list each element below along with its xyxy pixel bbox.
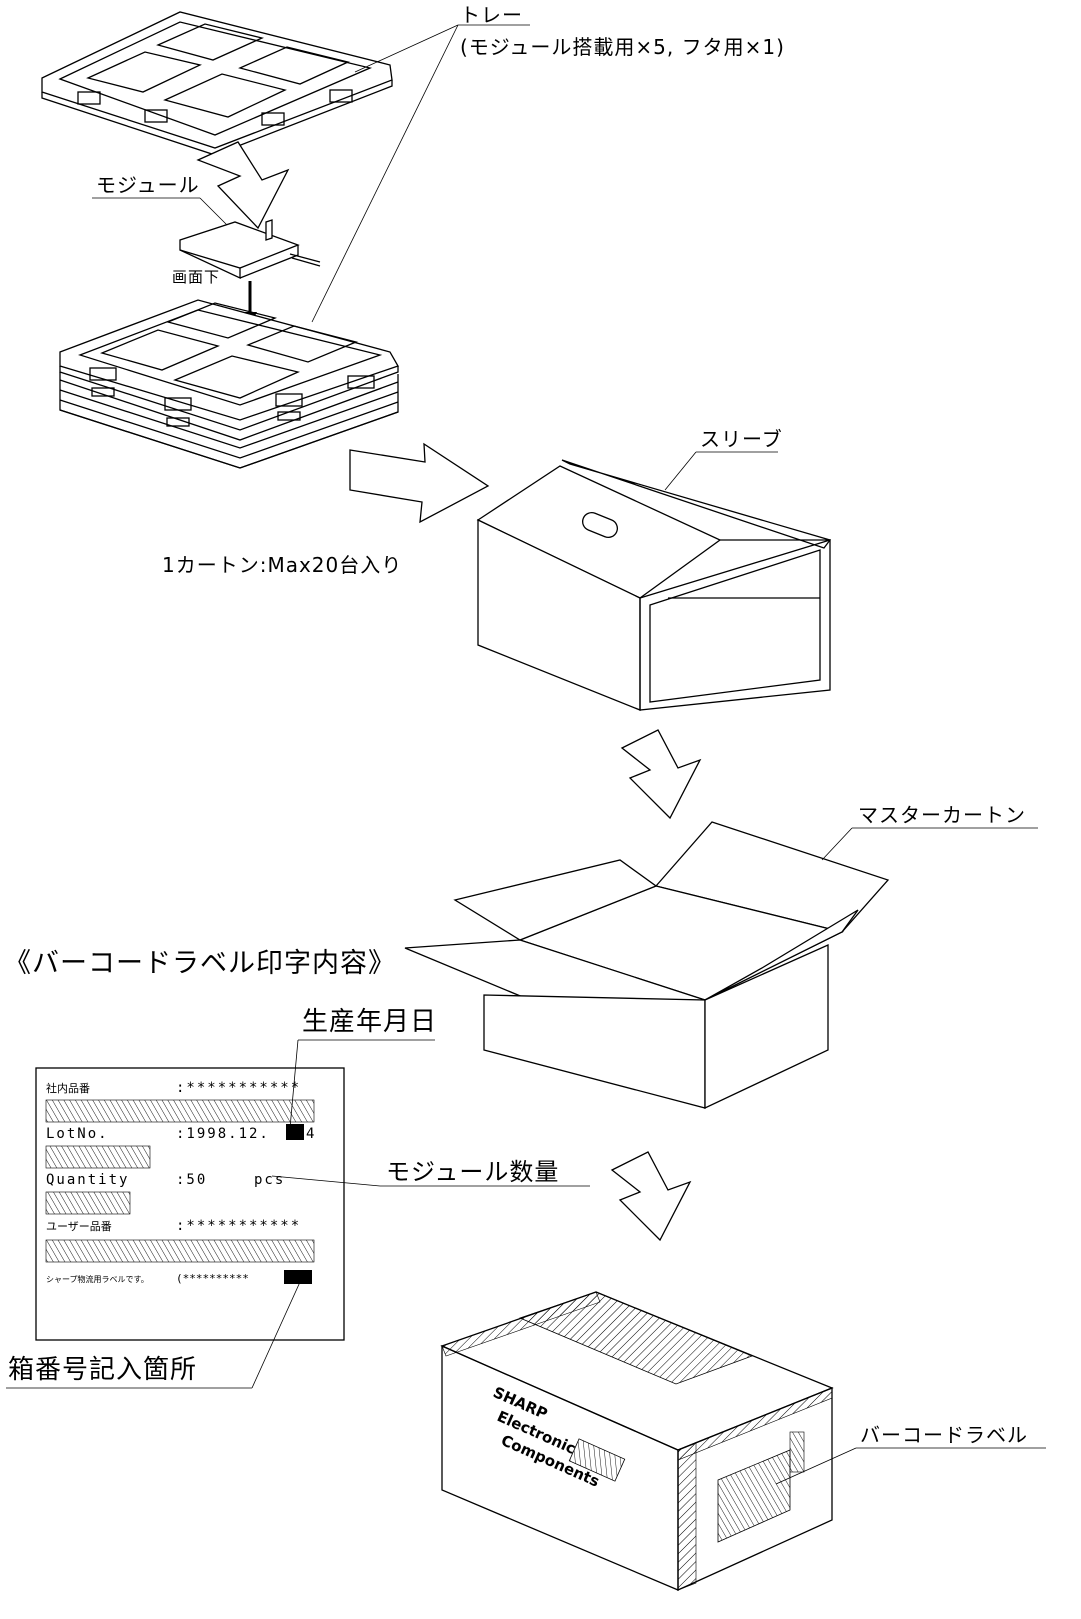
box-number-field [284,1270,312,1284]
sealed-carton: SHARP Electronic Components バーコードラベル [440,1291,1046,1592]
module-quantity-label: モジュール数量 [386,1158,559,1186]
tray-stack [59,299,399,469]
barcode-1 [45,1099,315,1123]
barcode-heading: 《バーコードラベル印字内容》 [4,948,396,979]
carton-side-icons [789,1431,805,1473]
sleeve-label: スリーブ [700,427,783,451]
lot-date-redaction [286,1124,304,1140]
barcode-2 [45,1145,151,1169]
label-quantity-value: :50 [176,1172,207,1188]
down-arrow-2 [620,729,702,820]
tray-note: (モジュール搭載用×5, フタ用×1) [460,35,785,59]
label-quantity: Quantity [46,1172,129,1188]
label-lot-no: LotNo. [46,1126,109,1142]
label-footer-value: (********** [176,1272,249,1285]
sleeve: スリーブ [476,427,832,711]
label-internal-part-value: :*********** [176,1080,301,1096]
label-user-part-no: ユーザー品番 [46,1220,112,1233]
box-number-field-label: 箱番号記入箇所 [8,1355,197,1385]
label-quantity-unit: pcs [254,1172,285,1188]
down-arrow-1 [196,141,290,230]
tape-edge-left [441,1291,601,1357]
carton-barcode-label [717,1449,791,1543]
carton-icons [568,1438,626,1482]
barcode-3 [45,1191,131,1215]
barcode-label-callout: バーコードラベル [860,1423,1028,1447]
module: モジュール 画面下 [92,173,321,326]
tape-side [677,1442,697,1591]
master-carton-label: マスターカートン [858,803,1026,827]
label-user-part-value: :*********** [176,1218,301,1234]
screen-down-label: 画面下 [172,268,220,286]
module-label: モジュール [96,173,200,197]
tray-callout: トレー (モジュール搭載用×5, フタ用×1) [311,3,785,323]
label-callouts: 生産年月日 モジュール数量 箱番号記入箇所 [6,1007,590,1389]
barcode-label: 社内品番 :*********** LotNo. :1998.12. 4 Qua… [35,1067,345,1341]
right-arrow [349,442,490,524]
label-footer: シャープ物流用ラベルです。 [46,1274,149,1284]
production-date-label: 生産年月日 [302,1007,437,1037]
barcode-4 [45,1239,315,1263]
tray-label: トレー [460,3,523,27]
label-internal-part-no: 社内品番 [46,1081,90,1095]
carton-capacity-label: 1カートン:Max20台入り [162,553,402,577]
top-tray [41,11,393,156]
label-lot-value: :1998.12. [176,1126,270,1142]
master-carton: マスターカートン [404,803,1038,1110]
label-lot-tail: 4 [306,1126,316,1142]
down-arrow-3 [610,1151,692,1242]
